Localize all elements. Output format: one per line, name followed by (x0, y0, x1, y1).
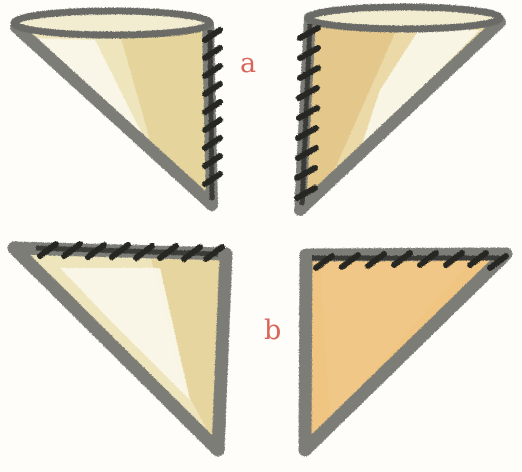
triangle-b-left-hatching (37, 241, 225, 262)
triangle-b-right-hatching (313, 250, 509, 271)
cone-a-right-rim (304, 3, 504, 33)
figure-b-left (7, 241, 233, 457)
triangle-b-left-highlight (60, 268, 190, 400)
cone-a-right-hatching (294, 25, 321, 201)
cone-a-left-rim (10, 7, 214, 39)
cone-a-right-shade (300, 18, 400, 210)
triangle-b-right-shade (320, 262, 470, 420)
cone-a-left-shade (118, 24, 212, 205)
label-a: a (240, 48, 257, 79)
figure-a-right (294, 3, 506, 216)
triangle-b-left-shade (150, 254, 226, 450)
label-b: b (264, 315, 282, 346)
figure-b-right (298, 247, 513, 457)
cone-a-left-hatching (202, 27, 223, 187)
figure-a-left (10, 7, 223, 211)
